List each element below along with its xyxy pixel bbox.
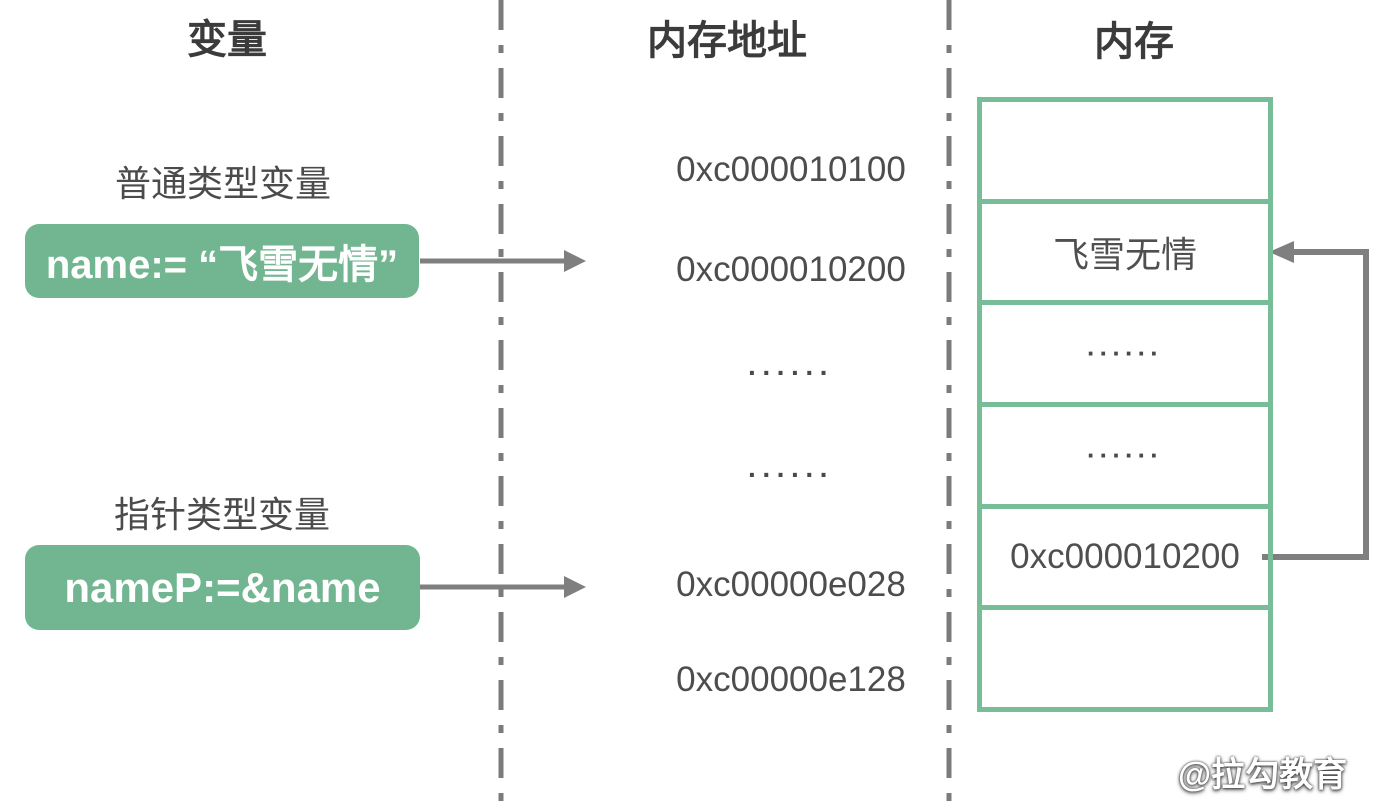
memory-address-ellipsis: ······: [748, 459, 834, 490]
variable-box-namep: nameP:=&name: [25, 545, 420, 630]
memory-address: 0xc00000e028: [676, 565, 906, 604]
label-pointer-type-variable: 指针类型变量: [113, 494, 331, 535]
pointer-value-to-target-arrow-icon: [1262, 241, 1369, 560]
memory-address: 0xc000010100: [676, 150, 906, 189]
variable-box-name: name:= “飞雪无情”: [25, 224, 419, 298]
memory-address-ellipsis: ······: [748, 357, 834, 388]
memory-address: 0xc00000e128: [676, 660, 906, 699]
name-to-address-arrow-icon: [420, 250, 586, 272]
memory-cell-ellipsis: ······: [982, 402, 1268, 504]
memory-cell-ellipsis: ······: [982, 300, 1268, 402]
memory-cell-name-value: 飞雪无情: [982, 198, 1268, 301]
watermark: @拉勾教育: [1178, 756, 1348, 794]
label-normal-type-variable: 普通类型变量: [114, 163, 332, 204]
column-title-variables: 变量: [187, 18, 267, 62]
memory-cell: [982, 102, 1268, 199]
column-title-memory-address: 内存地址: [647, 19, 807, 63]
variable-name-declaration: name:= “飞雪无情”: [45, 243, 399, 287]
column-title-memory: 内存: [1094, 20, 1174, 64]
memory-address: 0xc000010200: [676, 250, 906, 289]
namep-to-address-arrow-icon: [420, 576, 586, 598]
memory-cell-pointer-value: 0xc000010200: [982, 503, 1268, 606]
memory-table: 飞雪无情 ······ ······ 0xc000010200: [977, 97, 1273, 712]
memory-cell: [982, 605, 1268, 707]
variable-namep-declaration: nameP:=&name: [64, 563, 381, 611]
